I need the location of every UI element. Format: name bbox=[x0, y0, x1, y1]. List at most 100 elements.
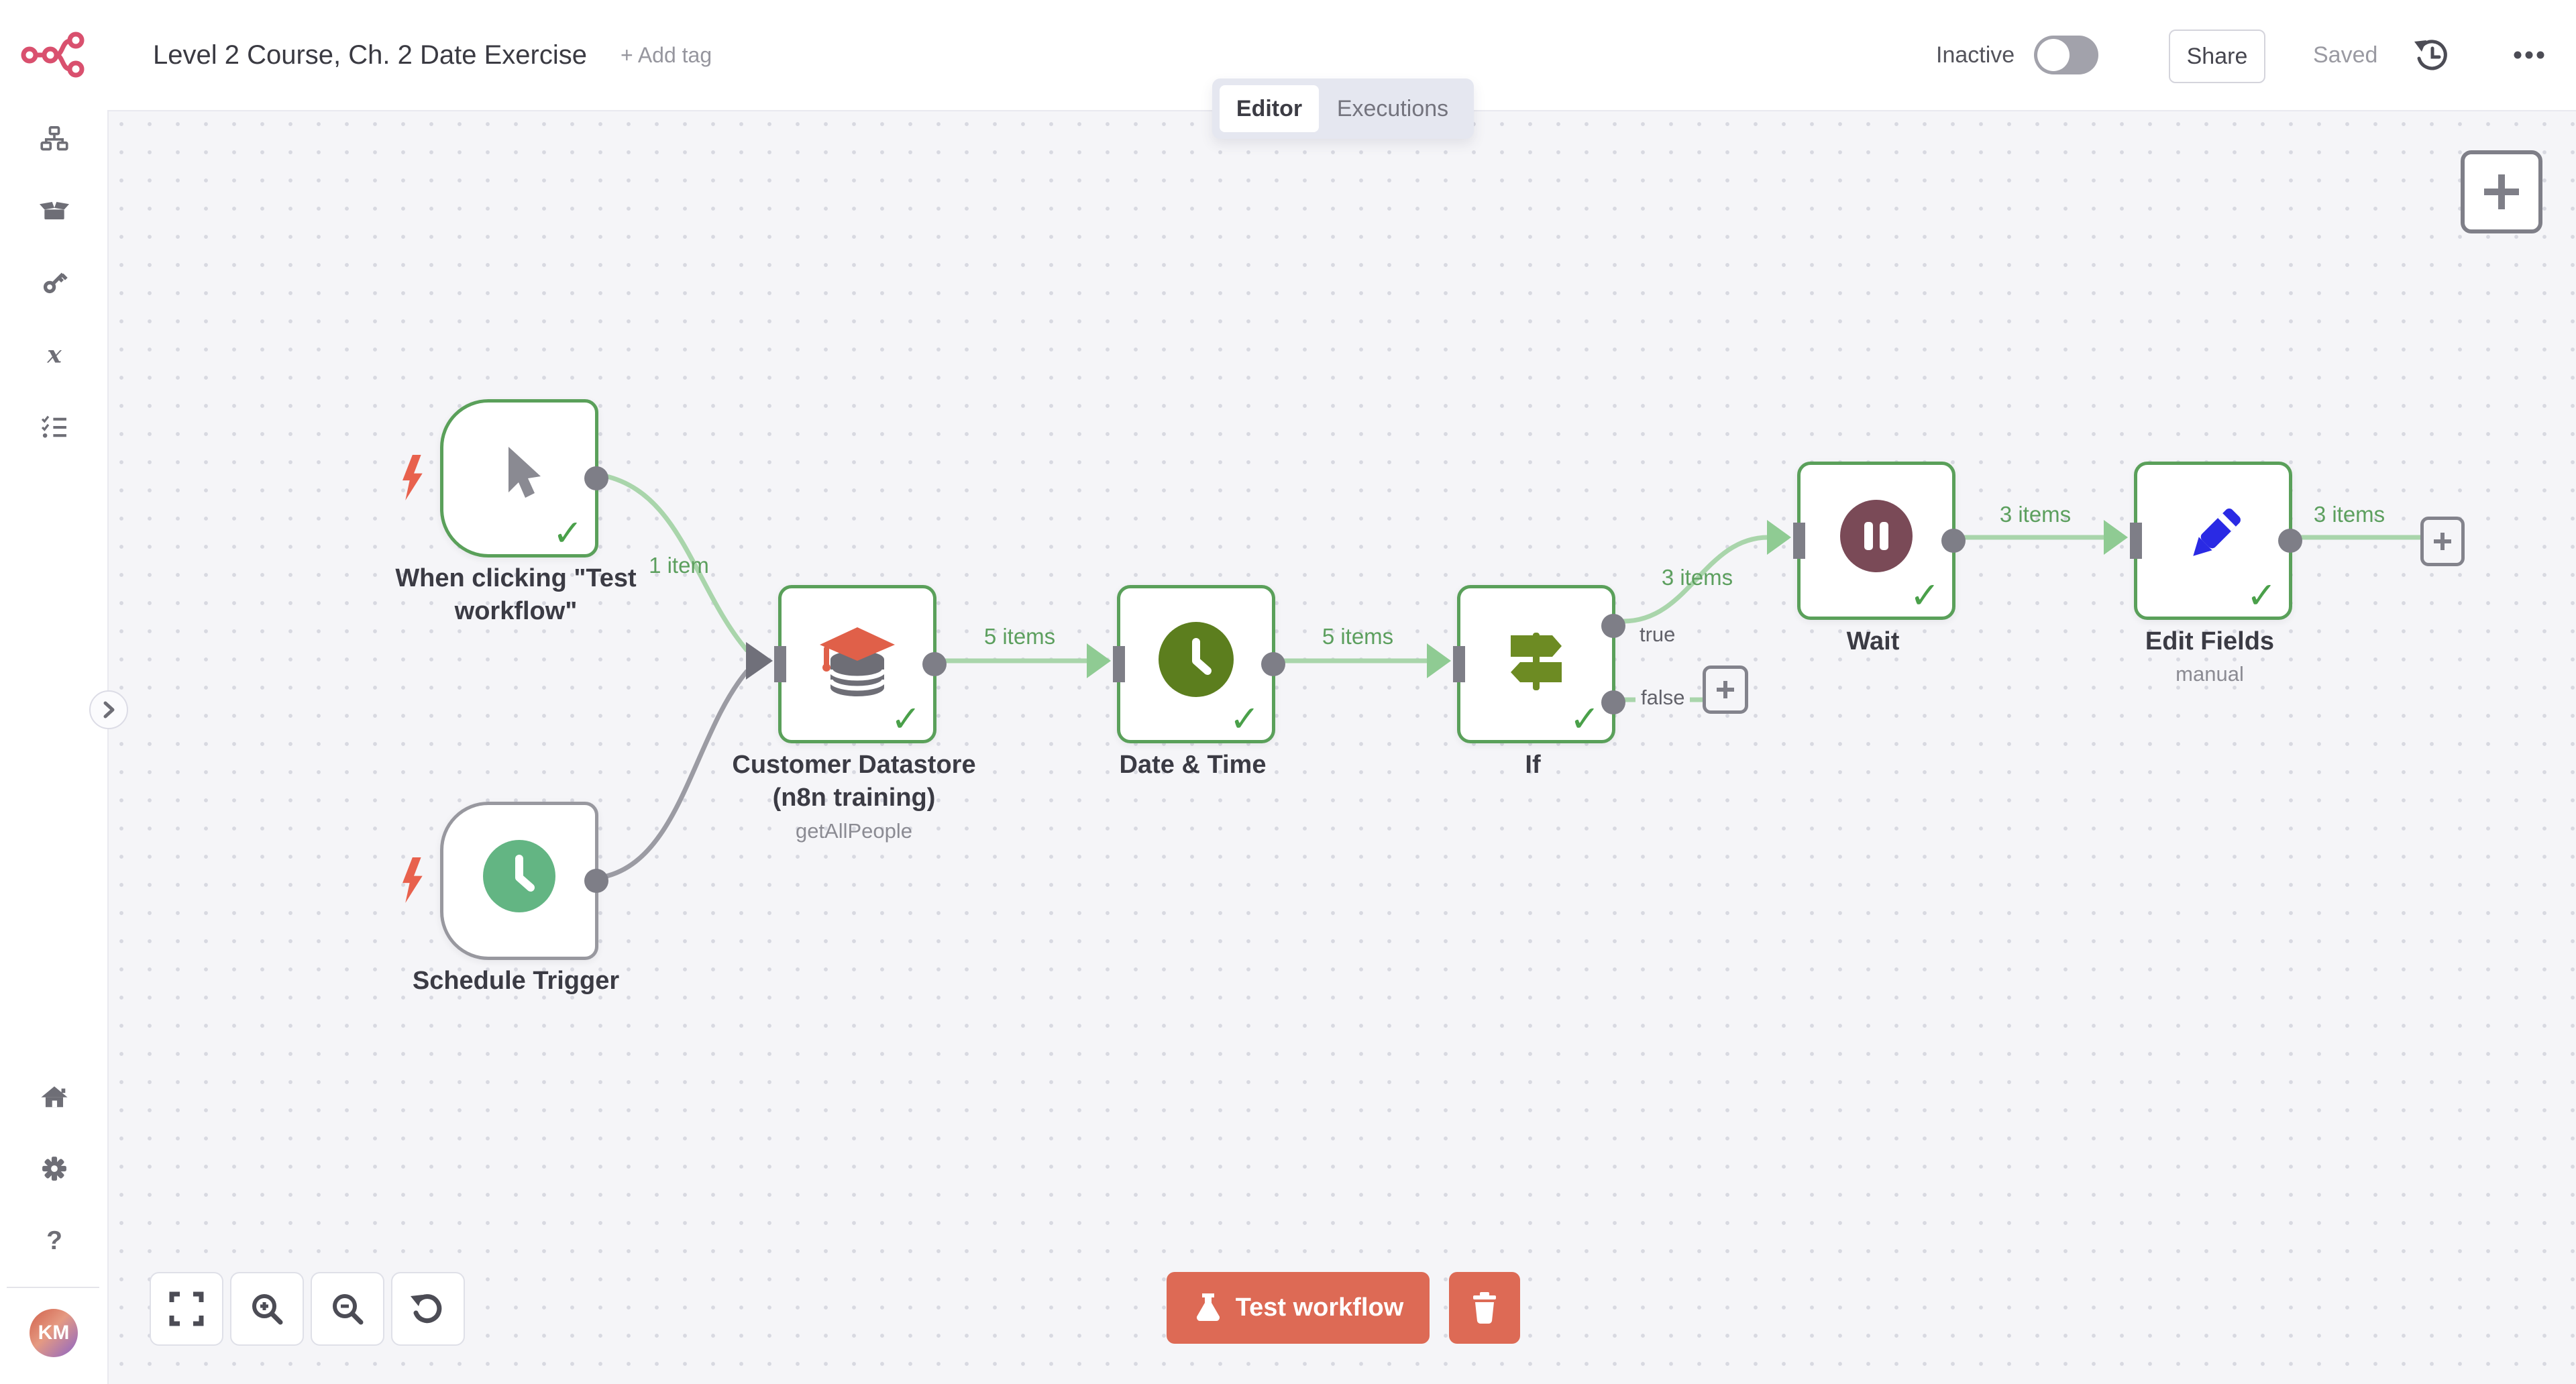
header: Level 2 Course, Ch. 2 Date Exercise + Ad… bbox=[107, 0, 2576, 111]
if-signpost-icon bbox=[1511, 633, 1562, 691]
more-options-button[interactable] bbox=[2508, 36, 2551, 74]
branch-label-false: false bbox=[1635, 686, 1690, 710]
node-label: Edit Fields manual bbox=[2069, 625, 2351, 688]
node-name: Customer Datastore (n8n training) bbox=[732, 751, 976, 812]
plus-icon bbox=[2484, 174, 2519, 209]
test-workflow-label: Test workflow bbox=[1235, 1293, 1404, 1322]
plus-icon bbox=[1717, 681, 1734, 698]
sidebar-item-help[interactable]: ? bbox=[40, 1226, 69, 1255]
sidebar: x ? KM bbox=[0, 0, 109, 1384]
output-connector[interactable] bbox=[584, 466, 608, 490]
node-wait[interactable]: ✓ bbox=[1793, 462, 1966, 620]
arrowhead bbox=[746, 642, 773, 680]
node-label: Schedule Trigger bbox=[375, 965, 657, 998]
sidebar-item-credentials[interactable] bbox=[40, 268, 69, 297]
output-connector[interactable] bbox=[1261, 652, 1285, 676]
node-edit-fields[interactable]: ✓ bbox=[2130, 462, 2302, 620]
fit-view-icon bbox=[169, 1291, 204, 1326]
output-connector-false[interactable] bbox=[1601, 690, 1625, 714]
sidebar-divider bbox=[7, 1287, 99, 1288]
success-check-icon: ✓ bbox=[1229, 698, 1260, 740]
reset-zoom-button[interactable] bbox=[391, 1272, 465, 1346]
edge-label: 3 items bbox=[1999, 502, 2072, 527]
workflow-title[interactable]: Level 2 Course, Ch. 2 Date Exercise bbox=[153, 40, 587, 70]
node-name: If bbox=[1525, 751, 1541, 779]
tab-executions[interactable]: Executions bbox=[1336, 95, 1449, 121]
success-check-icon: ✓ bbox=[890, 698, 921, 740]
success-check-icon: ✓ bbox=[1909, 574, 1940, 617]
svg-text:?: ? bbox=[46, 1226, 62, 1255]
trigger-bolt-icon bbox=[402, 455, 423, 500]
input-connector[interactable] bbox=[774, 646, 786, 682]
undo-icon bbox=[411, 1294, 442, 1324]
branch-label-true: true bbox=[1640, 623, 1676, 646]
datetime-clock-icon bbox=[1159, 622, 1234, 698]
sidebar-item-home[interactable] bbox=[40, 1081, 69, 1111]
node-label: When clicking "Test workflow" bbox=[375, 562, 657, 629]
expand-sidebar-button[interactable] bbox=[89, 690, 128, 729]
zoom-out-icon bbox=[333, 1294, 364, 1325]
test-workflow-button[interactable]: Test workflow bbox=[1167, 1272, 1430, 1344]
toggle-knob bbox=[2037, 39, 2070, 71]
tab-editor[interactable]: Editor bbox=[1220, 85, 1319, 132]
node-schedule-trigger[interactable] bbox=[402, 802, 608, 960]
node-customer-datastore[interactable]: ✓ bbox=[774, 585, 947, 743]
output-connector-true[interactable] bbox=[1601, 614, 1625, 638]
add-tag-button[interactable]: + Add tag bbox=[621, 42, 712, 67]
zoom-to-fit-button[interactable] bbox=[150, 1272, 223, 1346]
cursor-icon bbox=[508, 447, 541, 498]
input-connector[interactable] bbox=[2130, 523, 2142, 559]
zoom-out-button[interactable] bbox=[311, 1272, 384, 1346]
avatar[interactable]: KM bbox=[30, 1309, 78, 1357]
node-name: Schedule Trigger bbox=[412, 967, 620, 995]
zoom-in-button[interactable] bbox=[230, 1272, 304, 1346]
arrowhead bbox=[1427, 643, 1451, 678]
input-connector[interactable] bbox=[1113, 646, 1125, 682]
save-status: Saved bbox=[2313, 42, 2378, 68]
add-node-panel-button[interactable] bbox=[2461, 150, 2542, 233]
edge-label: 3 items bbox=[1661, 565, 1733, 590]
share-button[interactable]: Share bbox=[2169, 30, 2265, 83]
add-node-button-editfields-out[interactable] bbox=[2420, 517, 2465, 566]
output-connector[interactable] bbox=[922, 652, 947, 676]
success-check-icon: ✓ bbox=[552, 512, 583, 554]
sidebar-item-executions[interactable] bbox=[40, 413, 69, 442]
output-connector[interactable] bbox=[584, 869, 608, 893]
node-label: If bbox=[1392, 749, 1674, 782]
input-connector[interactable] bbox=[1453, 646, 1465, 682]
chevron-right-icon bbox=[103, 701, 115, 718]
ellipsis-icon bbox=[2514, 51, 2544, 59]
input-connector[interactable] bbox=[1793, 523, 1805, 559]
node-label: Date & Time bbox=[1052, 749, 1334, 782]
success-check-icon: ✓ bbox=[1569, 698, 1600, 740]
node-name: Edit Fields bbox=[2145, 627, 2275, 655]
edge-if-true-to-wait bbox=[1623, 535, 1769, 624]
output-connector[interactable] bbox=[2278, 529, 2302, 553]
node-name: Wait bbox=[1846, 627, 1900, 655]
sidebar-item-templates[interactable] bbox=[40, 196, 69, 225]
node-label: Customer Datastore (n8n training) getAll… bbox=[713, 749, 995, 845]
view-tabs: Editor Executions bbox=[1212, 78, 1474, 139]
activation-toggle[interactable] bbox=[2034, 36, 2098, 74]
edge-label: 1 item bbox=[649, 553, 709, 578]
add-node-button-false-branch[interactable] bbox=[1703, 666, 1748, 714]
sidebar-item-settings[interactable] bbox=[40, 1154, 69, 1183]
n8n-logo[interactable] bbox=[20, 31, 87, 78]
success-check-icon: ✓ bbox=[2246, 574, 2277, 617]
node-if[interactable]: ✓ bbox=[1453, 585, 1625, 743]
sidebar-item-variables[interactable]: x bbox=[40, 340, 69, 370]
workflow-history-button[interactable] bbox=[2414, 36, 2451, 74]
node-label: Wait bbox=[1732, 625, 2014, 658]
schedule-clock-icon bbox=[483, 840, 555, 913]
node-date-time[interactable]: ✓ bbox=[1113, 585, 1285, 743]
trash-icon bbox=[1473, 1291, 1496, 1324]
delete-workflow-button[interactable] bbox=[1449, 1272, 1520, 1344]
output-connector[interactable] bbox=[1941, 529, 1966, 553]
history-icon bbox=[2414, 40, 2447, 70]
workflow-canvas[interactable] bbox=[107, 110, 2576, 1384]
arrowhead bbox=[2104, 520, 2128, 555]
sidebar-item-workflows[interactable] bbox=[40, 124, 69, 154]
node-manual-trigger[interactable]: ✓ bbox=[402, 399, 608, 557]
